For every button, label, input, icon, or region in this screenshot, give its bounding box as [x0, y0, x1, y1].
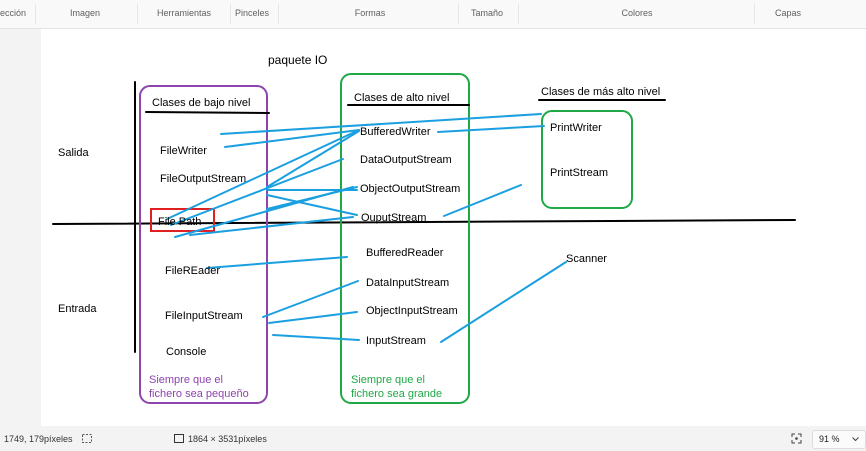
- ribbon-divider: [278, 4, 279, 24]
- low-note-line1: Siempre que el: [149, 374, 223, 386]
- toolbar-ribbon: lección Imagen Herramientas Pinceles For…: [0, 0, 866, 29]
- connector-line: [266, 194, 358, 216]
- tab-seleccion[interactable]: lección: [0, 8, 27, 18]
- drawing-svg[interactable]: paquete IO Salida Entrada Clases de bajo…: [41, 29, 866, 426]
- salida-label: Salida: [58, 147, 89, 159]
- tab-capas[interactable]: Capas: [774, 8, 802, 18]
- file-path-highlight: [150, 208, 215, 232]
- high-level-box: [340, 73, 470, 404]
- connector-line: [266, 186, 358, 210]
- connector-line: [220, 113, 542, 135]
- ribbon-divider: [230, 4, 231, 24]
- ribbon-divider: [518, 4, 519, 24]
- tab-imagen[interactable]: Imagen: [69, 8, 101, 18]
- class-outputstream: OuputStream: [361, 212, 426, 224]
- high-note-line2: fichero sea grande: [351, 388, 442, 400]
- connector-line: [437, 125, 545, 133]
- top-header: Clases de más alto nivel: [541, 86, 660, 98]
- low-note-line2: fichero sea pequeño: [149, 388, 249, 400]
- connector-line: [443, 184, 522, 217]
- ribbon-divider: [458, 4, 459, 24]
- connector-line: [166, 129, 360, 220]
- class-filewriter: FileWriter: [160, 145, 207, 157]
- class-console: Console: [166, 346, 206, 358]
- tab-colores[interactable]: Colores: [621, 8, 653, 18]
- class-printstream: PrintStream: [550, 167, 608, 179]
- connector-line: [224, 129, 360, 148]
- class-printwriter: PrintWriter: [550, 122, 602, 134]
- class-datainputstream: DataInputStream: [366, 277, 449, 289]
- connector-line: [262, 280, 359, 318]
- zoom-select[interactable]: 91 %: [812, 430, 866, 449]
- class-filepath: File Path: [158, 216, 201, 228]
- low-header-underline: [145, 111, 270, 114]
- tab-pinceles[interactable]: Pinceles: [234, 8, 270, 18]
- connector-line: [189, 216, 354, 236]
- low-header: Clases de bajo nivel: [152, 97, 250, 109]
- low-level-box: [139, 85, 268, 404]
- ribbon-divider: [35, 4, 36, 24]
- zoom-value: 91 %: [819, 434, 840, 444]
- tab-herramientas[interactable]: Herramientas: [156, 8, 212, 18]
- high-header: Clases de alto nivel: [354, 92, 449, 104]
- connector-line: [440, 261, 567, 343]
- connector-line: [272, 334, 360, 341]
- class-filereader: FileREader: [165, 265, 220, 277]
- tab-formas[interactable]: Formas: [354, 8, 386, 18]
- entrada-label: Entrada: [58, 303, 97, 315]
- selection-icon: [82, 434, 92, 443]
- canvas-size: 1864 × 3531píxeles: [188, 434, 267, 444]
- class-bufferedreader: BufferedReader: [366, 247, 444, 259]
- class-objectinputstream: ObjectInputStream: [366, 305, 458, 317]
- class-fileinputstream: FileInputStream: [165, 310, 243, 322]
- drawing-canvas[interactable]: paquete IO Salida Entrada Clases de bajo…: [41, 29, 866, 426]
- top-level-box: [541, 110, 633, 209]
- class-inputstream: InputStream: [366, 335, 426, 347]
- class-dataoutputstream: DataOutputStream: [360, 154, 452, 166]
- class-scanner: Scanner: [566, 253, 607, 265]
- class-bufferedwriter: BufferedWriter: [360, 126, 431, 138]
- fit-to-window-icon[interactable]: [791, 433, 802, 444]
- connector-line: [268, 311, 358, 324]
- connector-line: [206, 256, 348, 269]
- cursor-position: 1749, 179píxeles: [4, 434, 73, 444]
- page-title: paquete IO: [268, 53, 327, 67]
- connector-line: [266, 130, 360, 188]
- connector-line: [170, 158, 344, 226]
- canvas-size-icon: [174, 434, 184, 443]
- class-objectoutputstream: ObjectOutputStream: [360, 183, 460, 195]
- tab-tamano[interactable]: Tamaño: [470, 8, 504, 18]
- class-fileoutputstream: FileOutputStream: [160, 173, 246, 185]
- ribbon-divider: [754, 4, 755, 24]
- status-bar: 1749, 179píxeles 1864 × 3531píxeles 91 %: [0, 426, 866, 451]
- chevron-down-icon: [852, 437, 859, 442]
- ribbon-divider: [137, 4, 138, 24]
- high-note-line1: Siempre que el: [351, 374, 425, 386]
